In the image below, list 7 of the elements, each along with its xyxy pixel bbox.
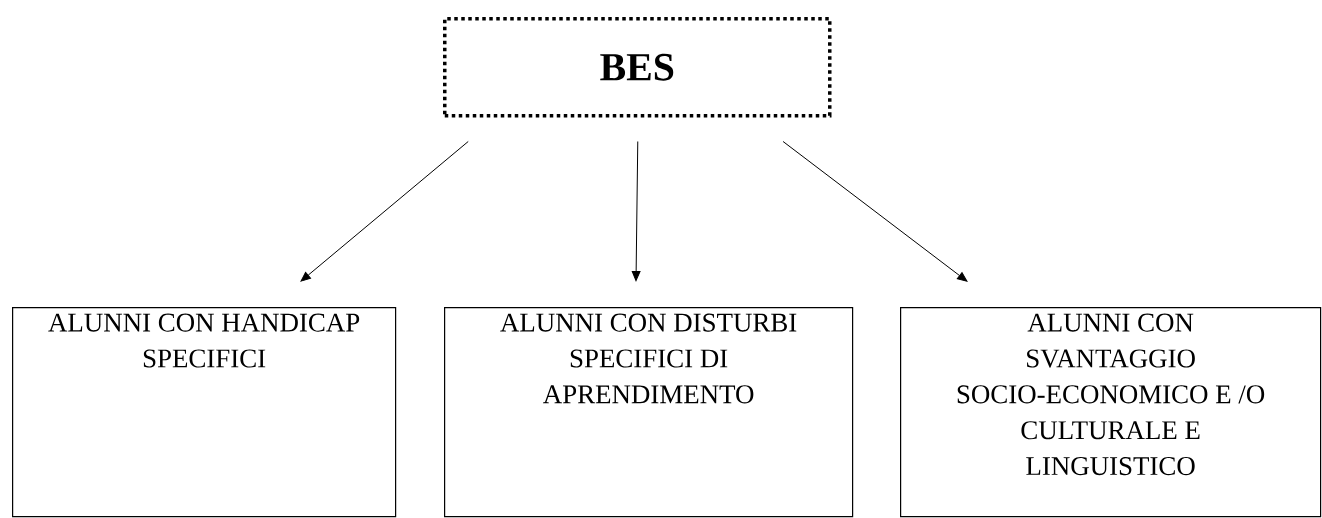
dotted-title-box: BES (443, 17, 832, 118)
category-box: ALUNNI CON DISTURBI SPECIFICI DI APRENDIMENTO (444, 307, 854, 518)
category-box: ALUNNI CON SVANTAGGIO SOCIO-ECONOMICO E /O CULTURALE E LINGUISTICO (900, 307, 1322, 518)
category-box: ALUNNI CON HANDICAP SPECIFICI (12, 307, 397, 518)
arrow (631, 141, 641, 282)
arrow (782, 141, 968, 282)
arrow (300, 141, 469, 282)
